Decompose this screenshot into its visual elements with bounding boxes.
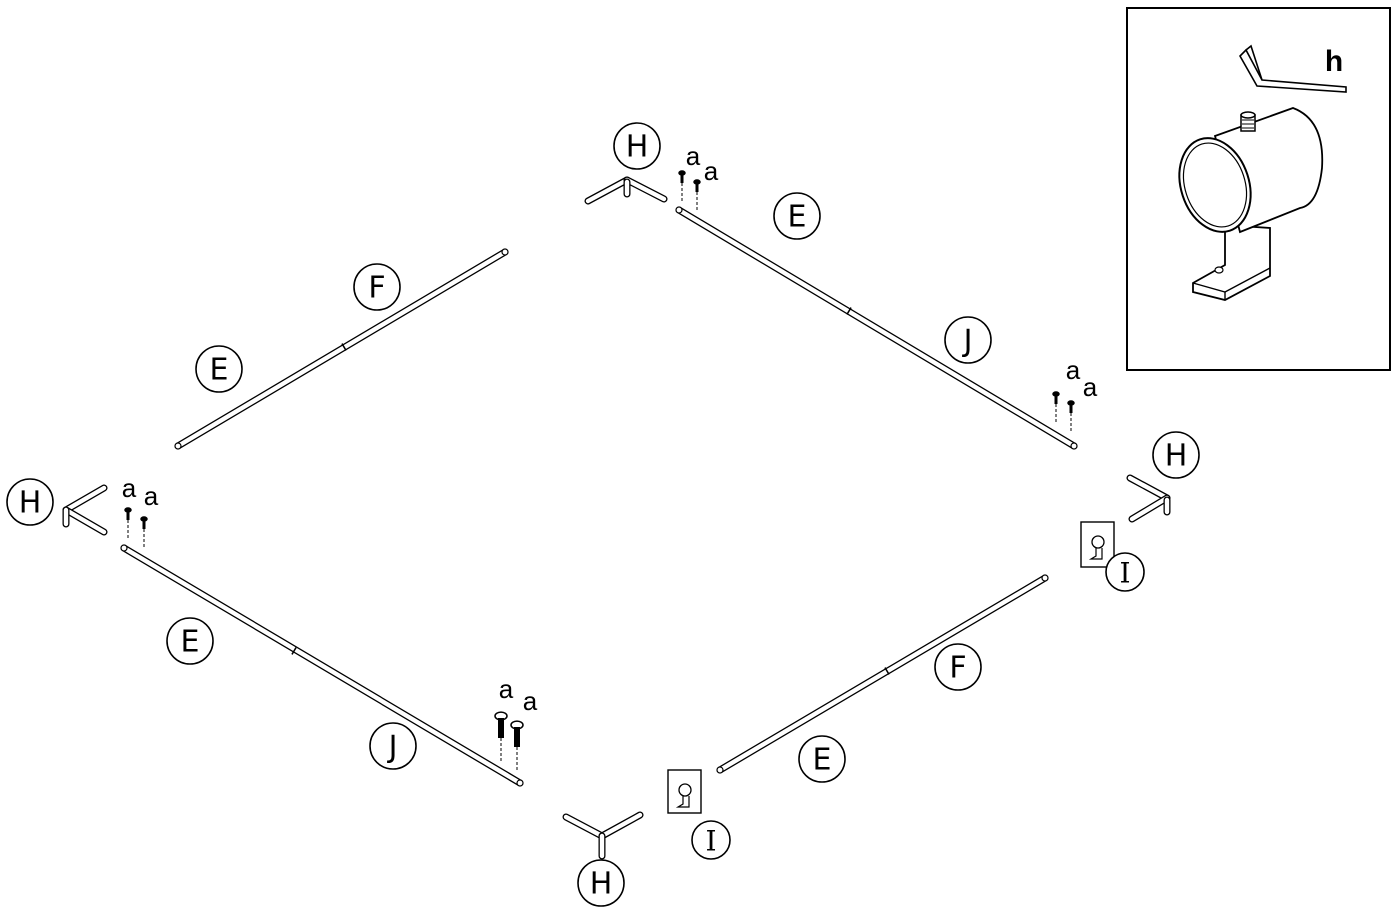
callout-J-top: J [944, 316, 992, 364]
screw-left-1-icon [124, 507, 132, 540]
screw-bottom-1-icon [494, 711, 508, 762]
label-F-right: F [949, 651, 966, 686]
screw-bottom-2-icon [510, 720, 524, 771]
callout-E-top: E [773, 192, 821, 240]
callout-H-left: H [6, 478, 54, 526]
corner-connector-left-icon [62, 484, 108, 536]
callout-E-right: E [798, 735, 846, 783]
bracket-right-icon [1080, 521, 1115, 568]
label-a-right-1: a [1066, 355, 1081, 385]
label-H-bottom: H [590, 867, 613, 902]
screw-top-1-icon [678, 170, 686, 203]
label-a-bottom-1: a [499, 674, 514, 704]
screw-right-2-icon [1067, 400, 1075, 433]
callout-H-right: H [1152, 431, 1200, 479]
callout-E-left-lower: E [166, 617, 214, 665]
label-a-left-2: a [144, 481, 159, 511]
tube-top-EJ [675, 206, 1078, 450]
label-a-top-1: a [686, 141, 701, 171]
label-I-bottom: I [705, 825, 716, 858]
tube-lower-right-EF [716, 574, 1049, 774]
label-F-left: F [368, 271, 385, 306]
label-a-bottom-2: a [523, 686, 538, 716]
detail-inset: h [1126, 7, 1391, 371]
callout-H-bottom: H [577, 859, 625, 907]
callout-E-left-upper: E [195, 345, 243, 393]
corner-connector-top-icon [584, 176, 668, 205]
bracket-detail-icon [1178, 107, 1324, 301]
tubes-layer [120, 206, 1078, 787]
callout-H-top: H [613, 122, 661, 170]
allen-key-h-icon [1239, 44, 1347, 93]
callout-F-left: F [353, 263, 401, 311]
label-H-left: H [19, 486, 42, 521]
label-H-top: H [626, 130, 649, 165]
corner-connector-bottom-icon [562, 811, 644, 860]
screw-left-2-icon [140, 516, 148, 549]
label-J-top: J [962, 324, 973, 359]
label-h: h [1325, 45, 1343, 78]
corner-connector-right-icon [1126, 474, 1171, 523]
screw-top-2-icon [693, 179, 701, 212]
label-E-left-lower: E [181, 625, 200, 660]
label-a-right-2: a [1083, 372, 1098, 402]
screw-right-1-icon [1052, 391, 1060, 424]
callout-F-right: F [934, 643, 982, 691]
label-a-top-2: a [704, 156, 719, 186]
screws-layer [124, 170, 1075, 771]
label-I-right: I [1119, 557, 1130, 590]
bracket-bottom-icon [667, 769, 702, 814]
label-E-left-upper: E [210, 353, 229, 388]
tube-lower-left-EJ [120, 544, 524, 787]
label-E-top: E [788, 200, 807, 235]
callout-J-bottom: J [369, 722, 417, 770]
label-J-bottom: J [387, 730, 398, 765]
callout-I-right: I [1105, 552, 1145, 592]
label-H-right: H [1165, 439, 1188, 474]
label-E-right: E [813, 743, 832, 778]
label-a-left-1: a [122, 473, 137, 503]
callout-I-bottom: I [691, 820, 731, 860]
tube-upper-left-EF [174, 248, 509, 450]
